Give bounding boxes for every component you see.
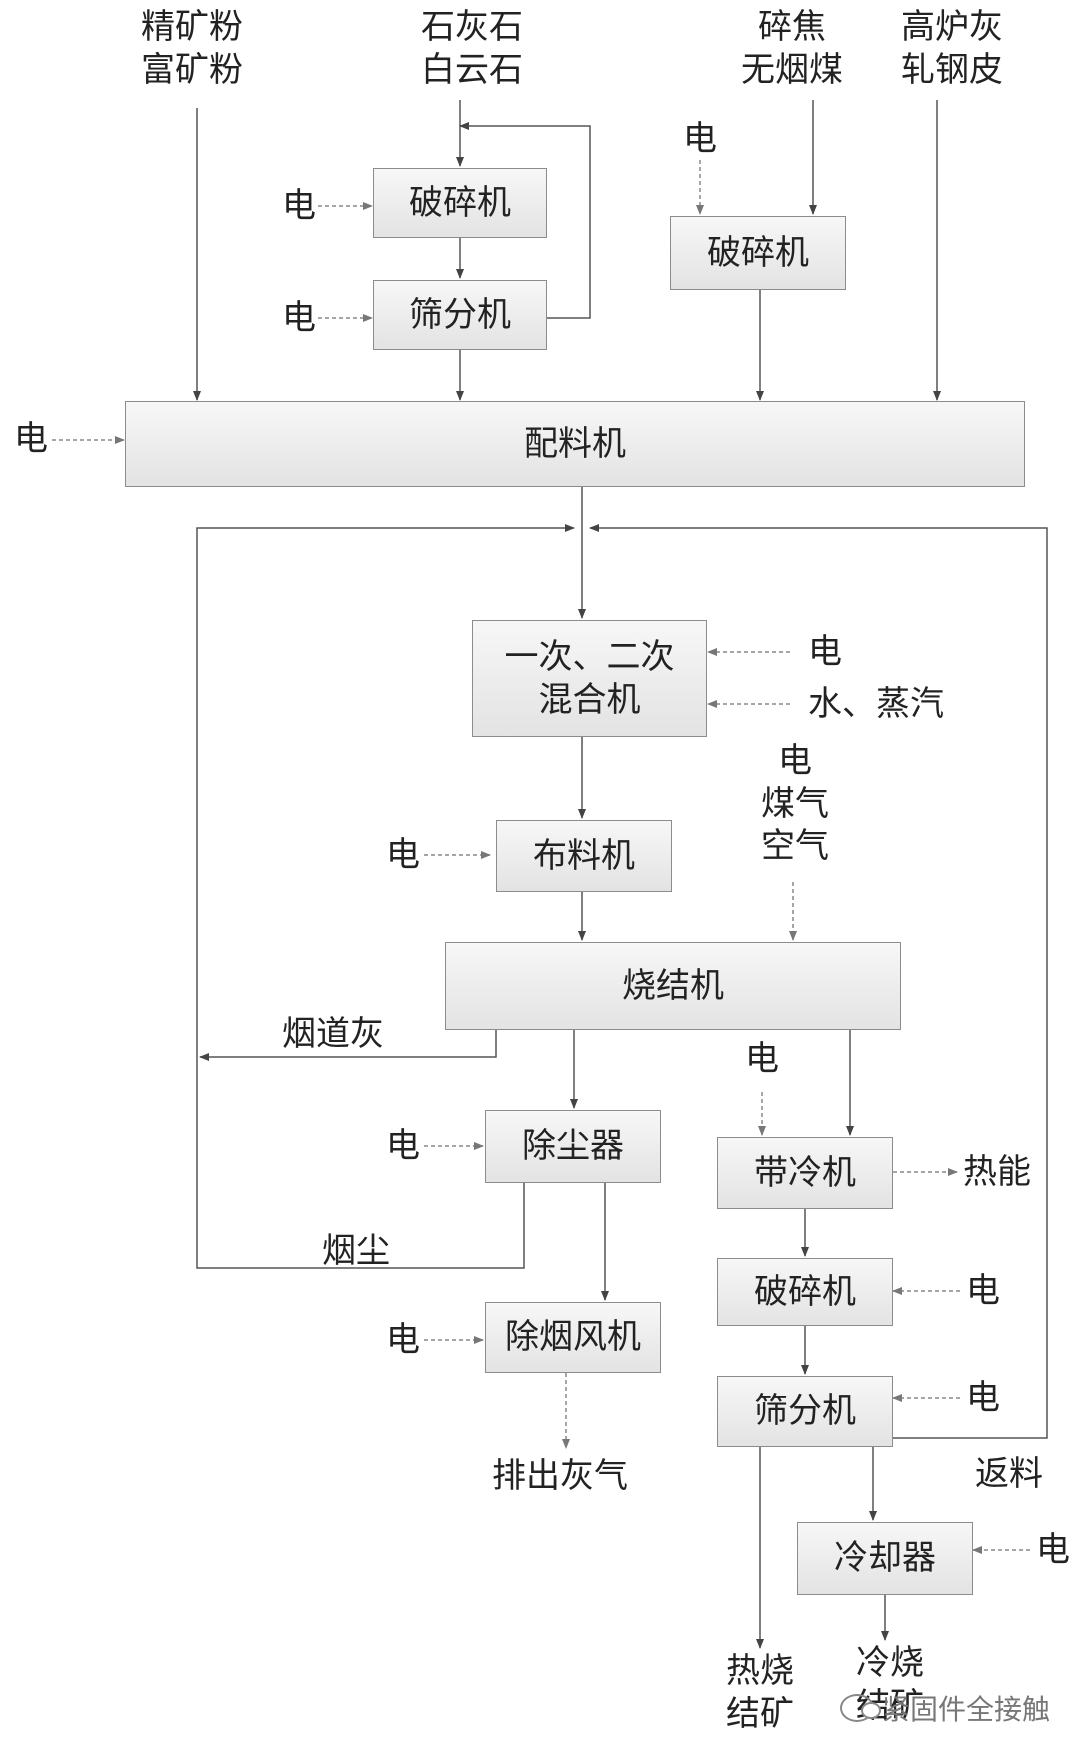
smoke-dust-label: 烟尘 [322,1231,390,1271]
sinter-machine-box: 烧结机 [445,942,901,1030]
power-label-crusher2: 电 [966,1271,1000,1311]
power-label-fuel-crusher: 电 [683,119,717,159]
power-label-crusher: 电 [282,186,316,226]
screener-box: 筛分机 [373,280,547,350]
power-label-dust: 电 [386,1126,420,1166]
screener2-label: 筛分机 [754,1391,856,1432]
batching-machine-label: 配料机 [524,423,626,464]
batching-machine-box: 配料机 [125,401,1025,487]
smoke-fan-box: 除烟风机 [485,1302,661,1373]
sinter-inputs-label: 电 煤气 空气 [761,741,829,866]
power-label-feeder: 电 [386,835,420,875]
flue-ash-return-line [196,524,575,1058]
fuel-crusher-label: 破碎机 [707,232,809,273]
crusher2-label: 破碎机 [754,1271,856,1312]
power-label-screener2: 电 [966,1378,1000,1418]
sinter-to-flue-ash-line [199,1030,497,1061]
crusher-label: 破碎机 [409,182,511,223]
screener-label: 筛分机 [409,294,511,335]
power-label-fan: 电 [386,1320,420,1360]
screener-recycle-loop [459,122,591,319]
return-fines-line [589,524,1048,1439]
belt-cooler-box: 带冷机 [717,1137,893,1209]
dust-return-line [196,1058,525,1269]
sinter-machine-label: 烧结机 [622,965,724,1006]
feeder-box: 布料机 [496,820,672,892]
power-label-cooler: 电 [1036,1530,1070,1570]
cooler-label: 冷却器 [834,1538,936,1579]
return-label: 返料 [975,1454,1043,1494]
flue-ash-label: 烟道灰 [282,1014,384,1054]
mixer-label: 一次、二次 混合机 [504,637,675,720]
crusher-box: 破碎机 [373,168,547,238]
mixer-box: 一次、二次 混合机 [472,620,707,737]
crusher2-box: 破碎机 [717,1258,893,1326]
screener2-box: 筛分机 [717,1376,893,1447]
dust-collector-label: 除尘器 [522,1126,624,1167]
water-steam-label: 水、蒸汽 [808,684,944,724]
input-flux-label: 石灰石 白云石 [421,7,523,90]
power-label-screener: 电 [282,298,316,338]
power-label-mixer: 电 [808,632,842,672]
dust-collector-box: 除尘器 [485,1110,661,1183]
exhaust-label: 排出灰气 [492,1456,628,1496]
input-ash-label: 高炉灰 轧钢皮 [901,7,1003,90]
hot-sinter-label: 热烧 结矿 [726,1651,794,1734]
heat-label: 热能 [963,1152,1031,1192]
watermark-text: 紧固件全接触 [882,1693,1051,1726]
watermark: 紧固件全接触 [840,1688,1050,1728]
wechat-icon [840,1694,881,1722]
belt-cooler-label: 带冷机 [754,1152,856,1193]
input-fuel-label: 碎焦 无烟煤 [741,7,843,90]
cooler-box: 冷却器 [797,1522,973,1595]
power-label-batching: 电 [14,419,48,459]
input-ore-label: 精矿粉 富矿粉 [141,7,243,90]
feeder-label: 布料机 [533,835,635,876]
fuel-crusher-box: 破碎机 [670,216,846,290]
smoke-fan-label: 除烟风机 [505,1317,641,1358]
power-label-belt-cooler: 电 [745,1039,779,1079]
